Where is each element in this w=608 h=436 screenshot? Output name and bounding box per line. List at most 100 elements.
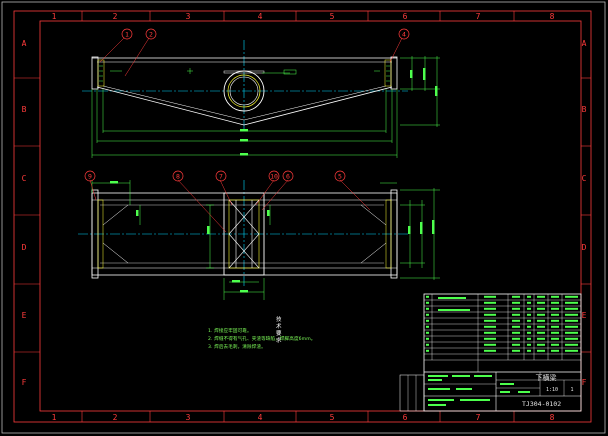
bom-cell xyxy=(438,309,470,311)
row-label: C xyxy=(582,174,587,183)
bom-cell xyxy=(565,325,578,328)
column-label: 2 xyxy=(113,413,118,422)
bom-cell xyxy=(426,337,429,340)
item-balloon xyxy=(282,170,294,182)
bom-cell xyxy=(484,343,496,346)
bottom-view xyxy=(78,179,440,300)
bom-cell xyxy=(426,319,429,322)
bom-cell xyxy=(551,349,559,352)
row-label: A xyxy=(22,39,27,48)
bom-cell xyxy=(565,343,578,346)
row-label: E xyxy=(22,311,27,320)
bom-cell xyxy=(537,319,545,322)
bom-cell xyxy=(426,307,429,310)
technical-requirements-title: 技术要求 xyxy=(276,317,282,344)
bom-cell xyxy=(426,331,429,334)
bom-cell xyxy=(512,337,520,340)
item-balloon xyxy=(121,28,133,40)
row-labels-right: A B C D E F xyxy=(582,39,587,387)
column-label: 5 xyxy=(330,413,335,422)
bom-cell xyxy=(537,331,545,334)
column-label: 8 xyxy=(550,413,555,422)
bom-cell xyxy=(537,301,545,304)
item-balloon-number: 9 xyxy=(88,172,92,180)
column-label: 3 xyxy=(186,413,191,422)
column-label: 3 xyxy=(186,12,191,21)
bom-cell xyxy=(426,295,429,298)
bom-cell xyxy=(484,313,496,316)
bom-cell xyxy=(527,307,531,310)
row-label: A xyxy=(582,39,587,48)
sheet-number: 1 xyxy=(570,387,573,393)
bom-cell xyxy=(551,301,559,304)
bom-cell xyxy=(527,331,531,334)
row-label: F xyxy=(582,378,587,387)
row-label: D xyxy=(582,243,587,252)
item-balloon xyxy=(215,170,227,182)
parts-list: 下横梁 1:10 1 xyxy=(399,293,582,412)
bom-cell xyxy=(512,295,520,298)
bom-cell xyxy=(565,307,578,310)
row-label: E xyxy=(582,311,587,320)
bom-cell xyxy=(537,343,545,346)
item-balloon-number: 6 xyxy=(286,172,290,180)
requirement-1: 1. 焊接应牢固可靠。 xyxy=(208,329,252,334)
column-label: 8 xyxy=(550,12,555,21)
bom-cell xyxy=(512,349,520,352)
bom-cell xyxy=(512,325,520,328)
bom-cell xyxy=(438,297,466,299)
bom-cell xyxy=(537,295,545,298)
item-balloon xyxy=(398,28,410,40)
item-balloon-number: 8 xyxy=(176,172,180,180)
bom-cell xyxy=(565,295,578,298)
item-balloon xyxy=(145,28,157,40)
requirement-2: 2. 焊缝不得有气孔、夹渣等缺陷，焊脚高度6mm。 xyxy=(208,337,316,342)
bom-cell xyxy=(551,319,559,322)
drawing-number: TJ304-0102 xyxy=(522,400,562,408)
bom-cell xyxy=(551,331,559,334)
bom-cell xyxy=(565,337,578,340)
bom-cell xyxy=(551,313,559,316)
bom-cell xyxy=(512,319,520,322)
bom-cell xyxy=(527,295,531,298)
bom-cell xyxy=(426,313,429,316)
bom-cell xyxy=(484,307,496,310)
drawing-scale: 1:10 xyxy=(546,387,558,393)
row-label: B xyxy=(582,105,587,114)
column-label: 1 xyxy=(52,413,57,422)
drawing-frame xyxy=(39,20,582,412)
row-label: C xyxy=(22,174,27,183)
bom-cell xyxy=(484,337,496,340)
bom-cell xyxy=(565,349,578,352)
bom-cell xyxy=(512,313,520,316)
zone-frame xyxy=(13,10,592,423)
bom-cell xyxy=(426,349,429,352)
column-label: 7 xyxy=(476,413,481,422)
bom-cell xyxy=(565,319,578,322)
bom-cell xyxy=(512,343,520,346)
item-balloon xyxy=(84,170,96,182)
bom-cell xyxy=(426,301,429,304)
item-balloon-number: 4 xyxy=(402,30,406,38)
bom-cell xyxy=(512,301,520,304)
bom-cell xyxy=(484,295,496,298)
bom-cell xyxy=(527,343,531,346)
bom-cell xyxy=(484,301,496,304)
item-balloon xyxy=(268,170,280,182)
bom-cell xyxy=(484,331,496,334)
column-label: 6 xyxy=(403,413,408,422)
bom-cell xyxy=(527,325,531,328)
column-label: 5 xyxy=(330,12,335,21)
item-balloon-number: 7 xyxy=(219,172,223,180)
bom-cell xyxy=(551,343,559,346)
column-label: 2 xyxy=(113,12,118,21)
bom-cell xyxy=(527,319,531,322)
bom-cell xyxy=(537,325,545,328)
bom-cell xyxy=(426,325,429,328)
item-balloon-number: 2 xyxy=(149,30,153,38)
